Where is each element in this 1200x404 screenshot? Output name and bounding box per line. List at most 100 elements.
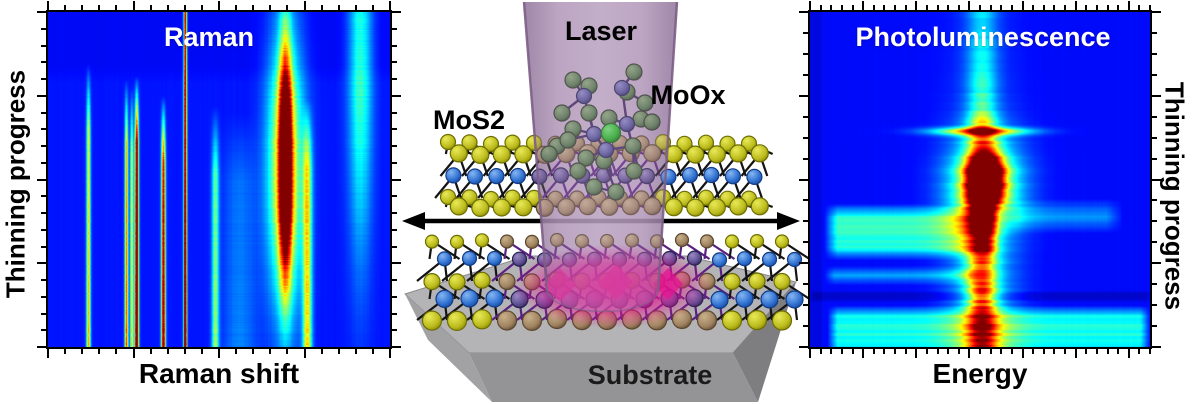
raman-xaxis-label: Raman shift — [138, 358, 300, 389]
axis-tick — [862, 349, 865, 358]
axis-tick — [269, 5, 272, 10]
pl-panel-title: Photoluminescence — [855, 22, 1111, 52]
axis-tick — [1152, 178, 1161, 181]
axis-tick — [41, 111, 46, 114]
axis-tick — [1106, 5, 1109, 10]
axis-tick — [392, 145, 397, 147]
axis-tick — [41, 44, 46, 47]
axis-tick — [183, 5, 186, 10]
axis-tick — [1152, 157, 1157, 160]
axis-tick — [1152, 346, 1161, 349]
axis-tick — [872, 5, 875, 10]
axis-tick — [392, 245, 397, 248]
axis-tick — [957, 5, 960, 10]
axis-tick — [803, 199, 808, 202]
axis-tick — [149, 349, 152, 354]
axis-tick — [1127, 1, 1130, 10]
axis-tick — [98, 5, 101, 10]
axis-tick — [851, 349, 854, 354]
axis-tick — [41, 295, 46, 298]
axis-tick — [41, 279, 46, 281]
axis-tick — [799, 11, 808, 13]
axis-tick — [925, 349, 928, 354]
axis-tick — [392, 78, 397, 80]
axis-tick — [392, 44, 397, 47]
axis-tick — [1138, 349, 1141, 354]
axis-tick — [1152, 283, 1157, 286]
axis-tick — [803, 325, 808, 328]
axis-tick — [947, 5, 950, 10]
axis-tick — [320, 5, 323, 10]
axis-tick — [803, 157, 808, 160]
axis-tick — [1085, 349, 1088, 354]
axis-tick — [936, 349, 939, 354]
axis-tick — [1127, 349, 1130, 358]
axis-tick — [392, 295, 397, 298]
axis-tick — [1152, 241, 1157, 244]
axis-tick — [252, 5, 255, 10]
axis-tick — [1152, 304, 1157, 307]
axis-tick — [392, 161, 397, 164]
axis-tick — [183, 349, 186, 354]
axis-tick — [1021, 1, 1024, 10]
axis-tick — [98, 349, 101, 354]
axis-tick — [392, 27, 397, 30]
axis-tick — [1152, 220, 1157, 223]
axis-tick — [830, 5, 833, 10]
axis-tick — [1095, 5, 1098, 10]
axis-tick — [1000, 5, 1003, 10]
axis-tick — [1152, 31, 1157, 34]
axis-tick — [166, 349, 169, 354]
axis-tick — [957, 349, 960, 354]
axis-tick — [392, 312, 397, 315]
axis-tick — [392, 329, 397, 332]
axis-tick — [392, 346, 401, 348]
axis-tick — [947, 349, 950, 354]
axis-tick — [37, 346, 46, 348]
axis-tick — [803, 115, 808, 118]
axis-tick — [968, 1, 971, 10]
axis-tick — [200, 5, 203, 10]
axis-tick — [936, 5, 939, 10]
axis-tick — [1138, 5, 1141, 10]
axis-tick — [37, 11, 46, 13]
axis-tick — [41, 312, 46, 315]
axis-tick — [904, 5, 907, 10]
axis-tick — [803, 31, 808, 34]
axis-tick — [132, 349, 135, 358]
axis-tick — [809, 1, 811, 10]
axis-tick — [989, 349, 992, 354]
axis-tick — [894, 5, 896, 10]
axis-tick — [41, 245, 46, 248]
axis-tick — [392, 262, 401, 265]
axis-tick — [803, 241, 808, 244]
axis-tick — [235, 349, 238, 354]
axis-tick — [1064, 5, 1066, 10]
axis-tick — [41, 61, 46, 64]
axis-tick — [883, 349, 886, 354]
axis-tick — [41, 329, 46, 332]
axis-tick — [41, 161, 46, 164]
laser-label: Laser — [564, 16, 638, 46]
axis-tick — [1064, 349, 1066, 354]
axis-tick — [1152, 325, 1157, 328]
axis-tick — [1074, 1, 1077, 10]
axis-tick — [392, 228, 397, 231]
axis-tick — [803, 52, 808, 55]
sample-illustration — [390, 0, 811, 404]
laser-beam-front — [524, 2, 677, 312]
axis-tick — [389, 1, 391, 10]
axis-tick — [1117, 349, 1120, 354]
axis-tick — [883, 5, 886, 10]
axis-tick — [41, 212, 46, 214]
axis-tick — [64, 5, 67, 10]
axis-tick — [1117, 5, 1120, 10]
pl-xaxis-label: Energy — [932, 358, 1028, 389]
axis-tick — [1152, 199, 1157, 202]
axis-tick — [132, 1, 135, 10]
axis-tick — [1042, 349, 1045, 354]
axis-tick — [81, 349, 84, 354]
axis-tick — [354, 5, 357, 10]
axis-tick — [64, 349, 67, 354]
axis-tick — [925, 5, 928, 10]
